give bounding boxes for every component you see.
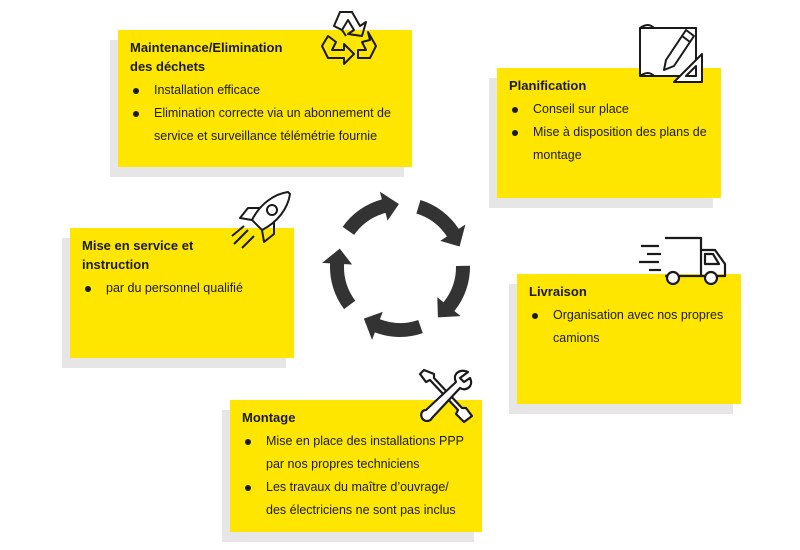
title-line-1: Maintenance/Elimination [130,40,283,55]
recycle-icon [318,6,380,66]
card-title: Livraison [529,284,587,299]
bullet-list: Conseil sur place Mise à disposition des… [509,98,711,167]
bullet-list: Installation efficace Elimination correc… [130,79,402,148]
bullet-list: Mise en place des installations PPP par … [242,430,472,522]
cycle-arrows-icon [318,185,482,354]
card-body: Livraison Organisation avec nos propres … [517,274,741,404]
card-livraison: Livraison Organisation avec nos propres … [509,274,741,414]
tools-icon [416,366,474,424]
title-line-2: des déchets [130,59,206,74]
cycle-arrow [363,311,423,340]
card-maintenance: Maintenance/Elimination des déchets Inst… [110,30,412,177]
list-item: Les travaux du maître d’ouvrage/ des éle… [242,476,472,522]
card-title: Maintenance/Elimination des déchets [130,38,402,76]
list-item: Installation efficace [130,79,402,102]
rocket-icon [226,186,298,256]
bullet-list: par du personnel qualifié [82,277,284,300]
card-body: Maintenance/Elimination des déchets Inst… [118,30,412,167]
bullet-list: Organisation avec nos propres camions [529,304,731,350]
list-item: Elimination correcte via un abonnement d… [130,102,402,148]
card-body: Mise en service et instruction par du pe… [70,228,294,358]
card-title: Mise en service et instruction [82,236,284,274]
cycle-arrow [437,265,470,318]
blueprint-icon [636,20,706,86]
card-mise-en-service: Mise en service et instruction par du pe… [62,228,294,368]
card-body: Planification Conseil sur place Mise à d… [497,68,721,198]
cycle-arrows-group [322,191,470,340]
cycle-arrow [322,248,356,310]
truck-icon [637,232,729,290]
list-item: Mise à disposition des plans de montage [509,121,711,167]
cycle-arrow [342,191,399,235]
title-line-2: instruction [82,257,150,272]
list-item: Organisation avec nos propres camions [529,304,731,350]
title-line-1: Mise en service et [82,238,194,253]
cycle-arrow [416,200,466,247]
card-planification: Planification Conseil sur place Mise à d… [489,68,721,208]
list-item: par du personnel qualifié [82,277,284,300]
card-title: Montage [242,410,296,425]
card-title: Planification [509,78,587,93]
list-item: Conseil sur place [509,98,711,121]
list-item: Mise en place des installations PPP par … [242,430,472,476]
card-montage: Montage Mise en place des installations … [222,400,482,542]
card-body: Montage Mise en place des installations … [230,400,482,532]
